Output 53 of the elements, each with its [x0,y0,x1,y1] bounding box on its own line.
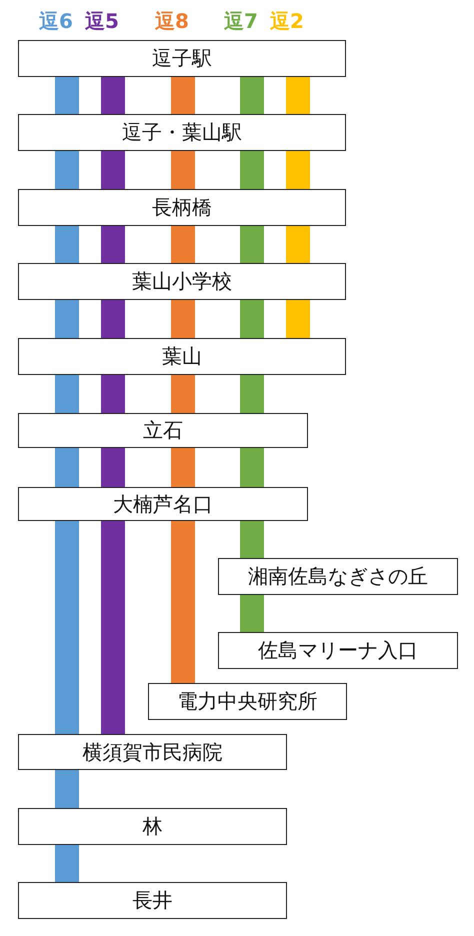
stop-box: 葉山 [18,338,346,375]
stop-box: 立石 [18,413,308,448]
route-bar [55,375,79,413]
route-label: 逗8 [155,8,189,35]
stop-box: 林 [18,808,287,845]
route-bar [240,448,264,487]
route-bar [101,77,125,114]
route-bar [101,448,125,487]
route-bar [286,300,310,338]
route-bar [240,226,264,263]
route-bar [171,448,195,487]
stop-box: 長柄橋 [18,189,346,226]
route-bar [55,448,79,487]
stop-box: 湘南佐島なぎさの丘 [218,558,458,595]
route-bar [101,521,125,734]
route-bar [55,300,79,338]
route-bar [171,77,195,114]
route-bar [286,77,310,114]
route-bar [240,300,264,338]
route-bar [101,151,125,189]
route-bar [240,151,264,189]
route-bar [55,521,79,734]
stop-box: 逗子・葉山駅 [18,114,346,151]
route-bar [240,77,264,114]
route-bar [101,300,125,338]
stop-box: 葉山小学校 [18,263,346,300]
stop-box: 大楠芦名口 [18,487,308,521]
route-bar [171,300,195,338]
route-bar [101,226,125,263]
route-bar [171,375,195,413]
route-bar [101,375,125,413]
route-label: 逗2 [270,8,304,35]
stop-box: 電力中央研究所 [148,683,347,720]
route-label: 逗7 [224,8,258,35]
stop-box: 長井 [18,882,287,919]
stop-box: 佐島マリーナ入口 [218,632,458,669]
route-label: 逗6 [39,8,73,35]
route-bar [55,151,79,189]
route-bar [171,226,195,263]
route-bar [171,151,195,189]
route-bar [55,226,79,263]
route-bar [240,375,264,413]
route-bar [286,151,310,189]
route-bar [240,521,264,558]
route-label: 逗5 [85,8,119,35]
route-bar [55,77,79,114]
route-bar [240,595,264,632]
route-bar [286,226,310,263]
stop-box: 逗子駅 [18,40,346,77]
stop-box: 横須賀市民病院 [18,734,287,770]
route-bar [171,521,195,683]
route-bar [55,770,79,808]
route-bar [55,845,79,882]
